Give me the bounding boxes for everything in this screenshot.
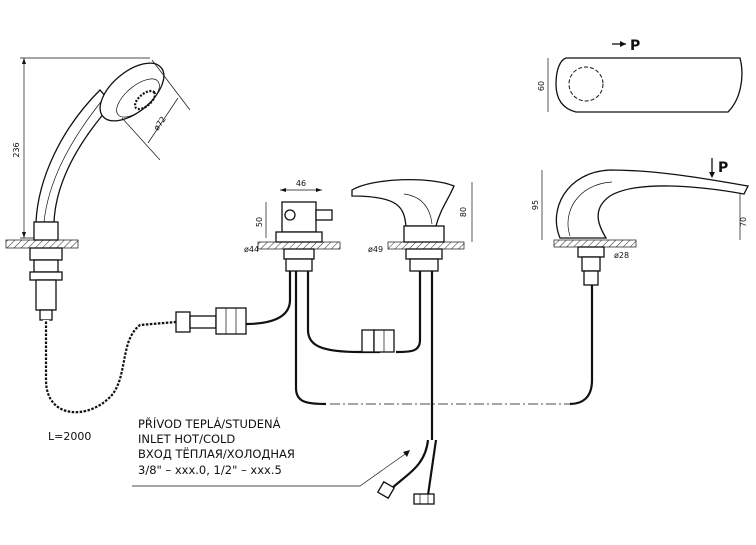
dim-mixer-base-dia: ø49: [368, 245, 383, 254]
inlet-note-line1: PŘÍVOD TEPLÁ/STUDENÁ: [138, 416, 281, 431]
dim-spout-outlet-height: 70: [739, 217, 748, 227]
dim-diverter-base-dia: ø44: [244, 245, 259, 254]
inlet-note: PŘÍVOD TEPLÁ/STUDENÁ INLET HOT/COLD ВХОД…: [132, 416, 410, 487]
hand-shower: 236 ø72: [5, 57, 191, 321]
hose-length-label: L=2000: [48, 430, 91, 443]
dim-diverter-height: 50: [255, 217, 264, 227]
flexible-hose: L=2000: [43, 307, 247, 443]
spout-top-view: 60 P: [537, 38, 743, 113]
inlet-note-line3: ВХОД ТЁПЛАЯ/ХОЛОДНАЯ: [138, 446, 295, 461]
inlet-note-line2: INLET HOT/COLD: [138, 432, 235, 446]
dim-spout-height: 95: [531, 200, 540, 210]
spout-side-view: 95 70 ø28 P: [531, 158, 749, 406]
mixer-tap: 80 ø49: [351, 178, 473, 505]
dim-handshower-diameter: ø72: [152, 115, 168, 133]
view-marker-side: P: [718, 160, 728, 176]
dim-spout-base-dia: ø28: [614, 251, 629, 260]
dim-mixer-height: 80: [459, 207, 468, 217]
diverter-valve: 46 50 ø44: [244, 179, 380, 406]
inlet-note-line4: 3/8" – xxx.0, 1/2" – xxx.5: [138, 463, 282, 477]
view-marker-top: P: [630, 38, 640, 54]
dim-spout-width-top: 60: [537, 81, 546, 91]
dim-handshower-height: 236: [12, 142, 21, 157]
dim-diverter-width: 46: [296, 179, 306, 188]
